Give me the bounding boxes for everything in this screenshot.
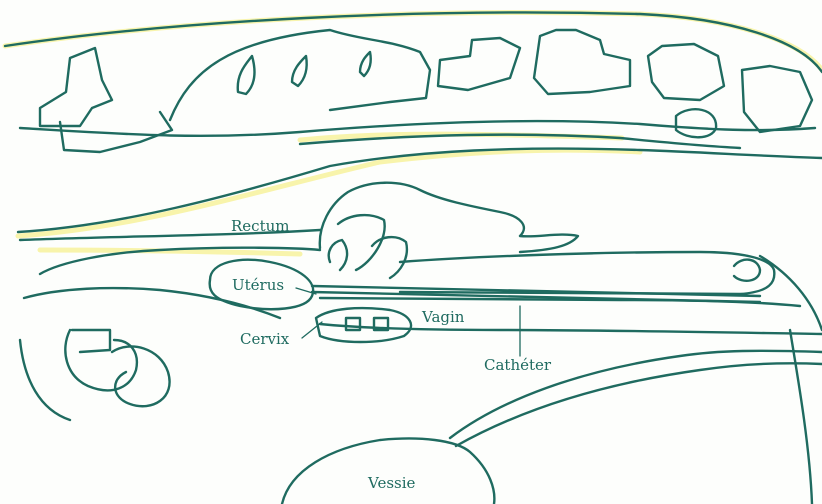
label-rectum: Rectum (231, 217, 289, 235)
vertebra (742, 66, 812, 132)
foramen (360, 52, 371, 76)
foramen (292, 56, 307, 86)
labels: Rectum Utérus Cervix Vagin Cathéter Vess… (231, 217, 552, 492)
cervix-ring (346, 318, 360, 330)
vertebra (170, 30, 430, 120)
label-catheter: Cathéter (484, 356, 552, 374)
finger (372, 237, 407, 278)
vertebra (438, 38, 520, 90)
body-wall-right (790, 330, 812, 504)
label-uterus: Utérus (232, 276, 284, 294)
bladder-neck (456, 363, 822, 446)
vulva (734, 260, 760, 281)
lower-cavity (20, 340, 70, 420)
vertebra (534, 30, 630, 94)
intestine-coil (72, 330, 110, 352)
intestine-coil (112, 346, 170, 406)
label-cervix: Cervix (240, 330, 290, 348)
label-vessie: Vessie (367, 474, 416, 492)
sacrum-loop (676, 109, 716, 137)
foramen (238, 56, 255, 94)
arm-outline (320, 183, 578, 252)
intestine-coil (65, 330, 137, 390)
vagina-upper (400, 252, 774, 294)
label-vagin: Vagin (421, 308, 465, 326)
anatomy-outlines (5, 12, 822, 504)
tail-line (760, 256, 822, 330)
bladder-outline (282, 439, 494, 504)
vagina-floor (320, 324, 822, 334)
thumb (329, 240, 347, 270)
vertebra (40, 48, 112, 126)
vertebra (648, 44, 724, 100)
